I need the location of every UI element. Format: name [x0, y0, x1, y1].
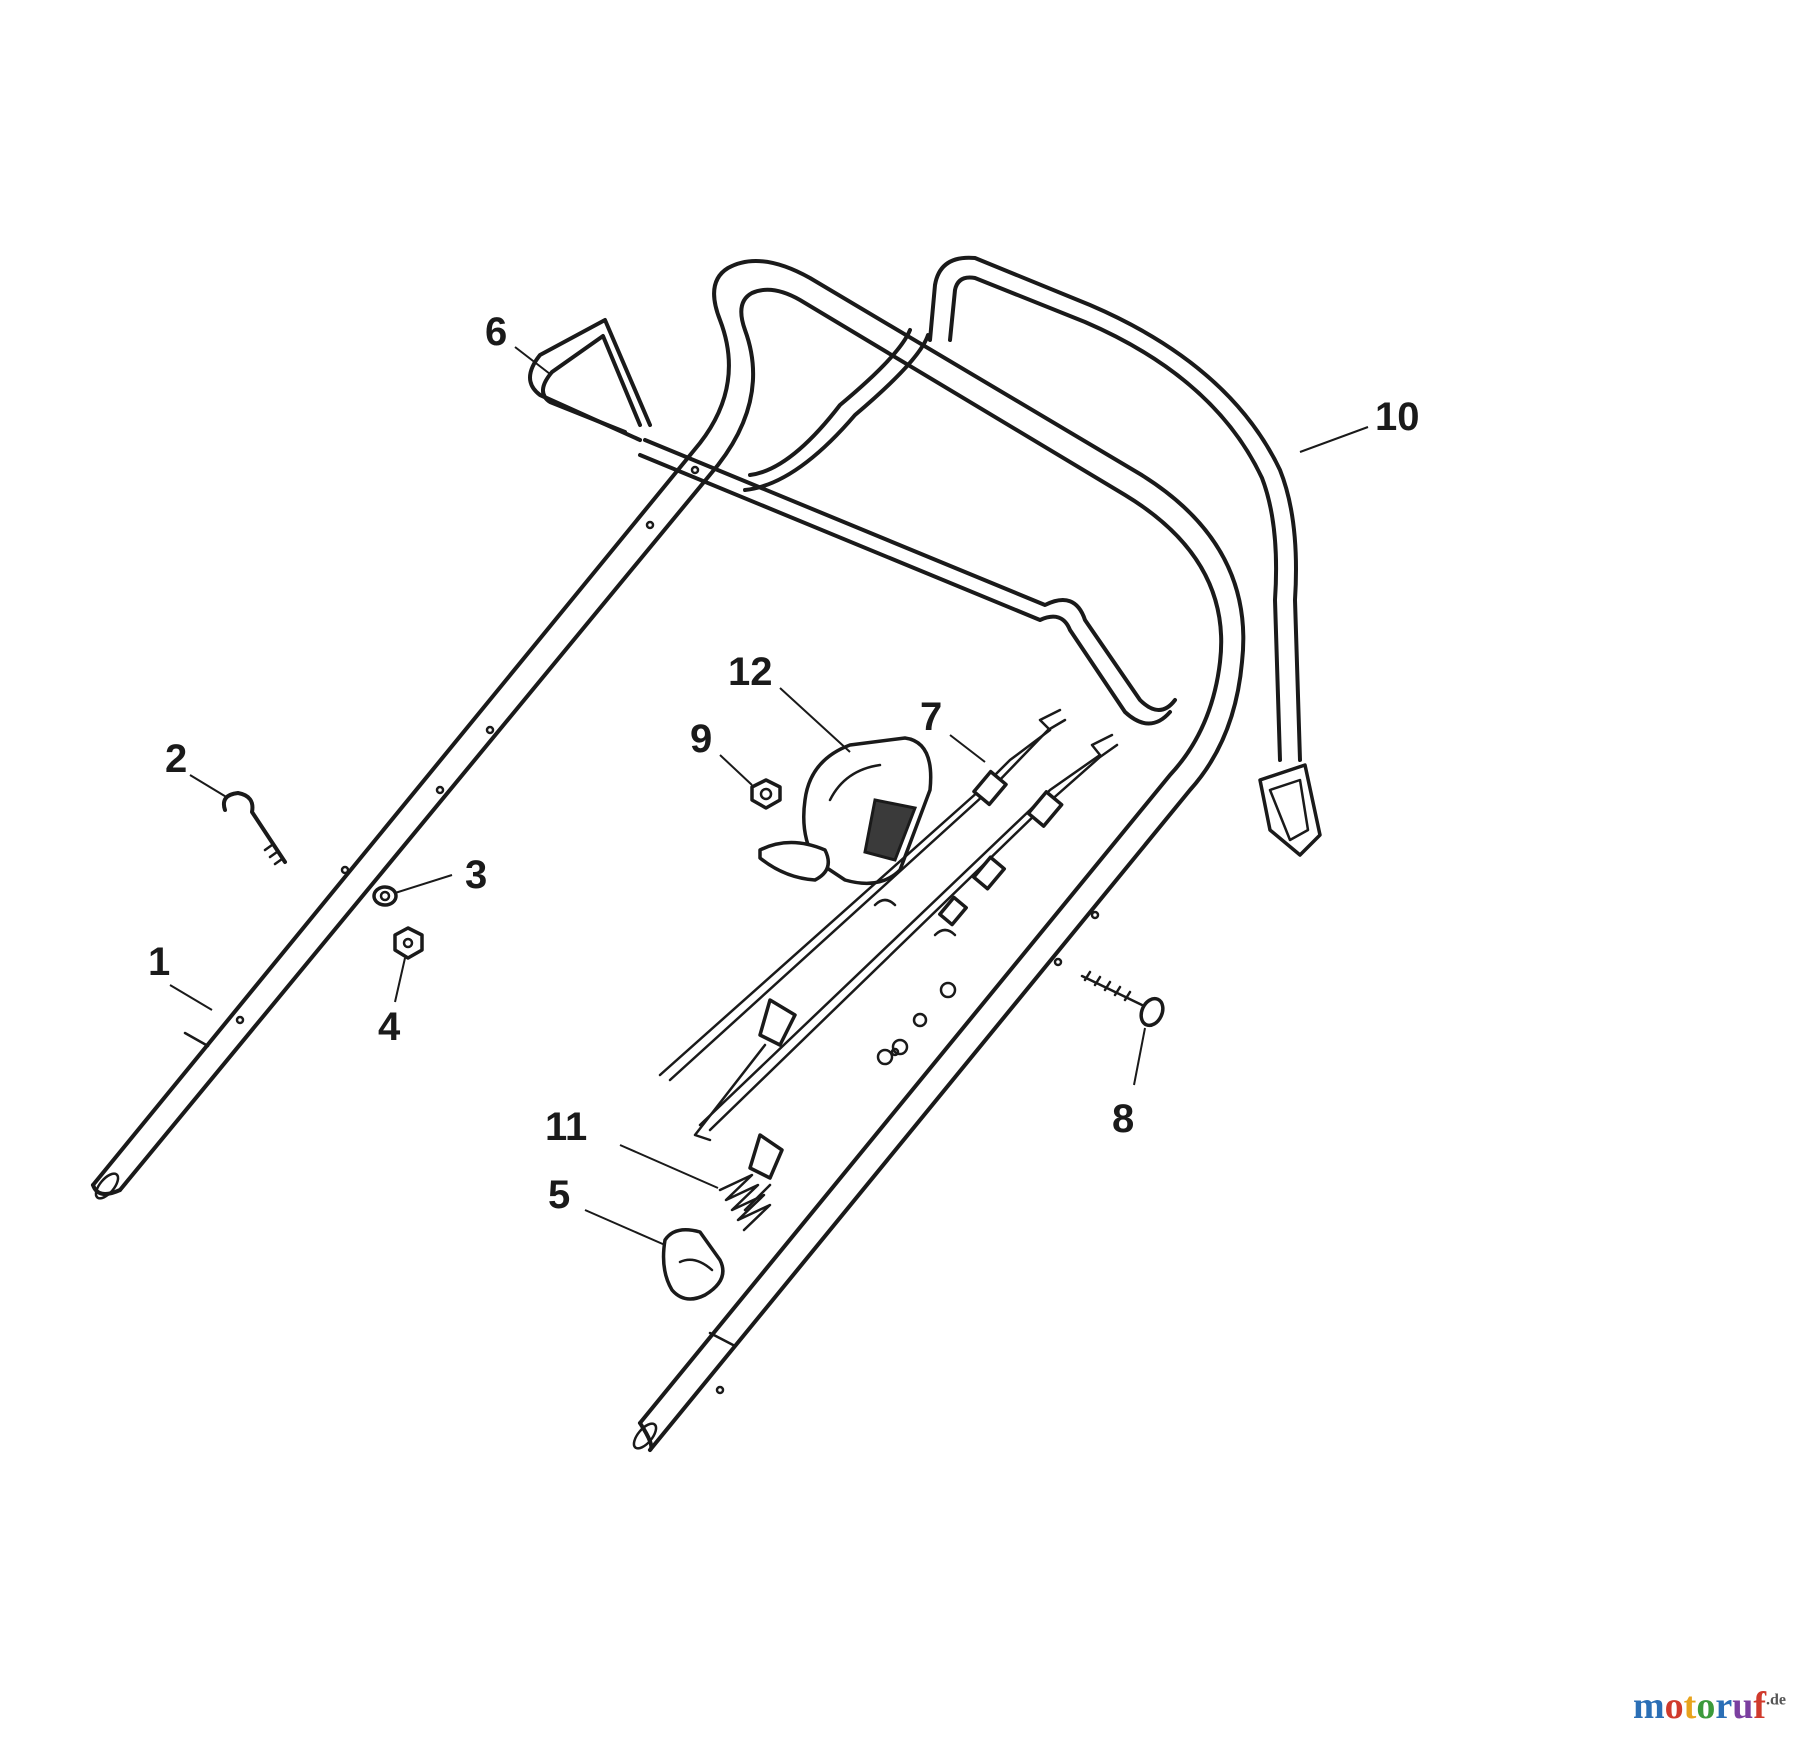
callout-2: 2 [165, 737, 187, 781]
callout-6: 6 [485, 310, 507, 354]
part-11-spring [718, 1173, 772, 1232]
watermark-text: motoruf [1633, 1685, 1766, 1727]
callout-5: 5 [548, 1173, 570, 1217]
handle-frame [91, 258, 1246, 1452]
part-3-washer [372, 885, 398, 907]
part-8-screw [1080, 970, 1165, 1028]
part-12-lever-box [758, 736, 933, 886]
part-2-hook-bolt [221, 791, 287, 866]
callout-12: 12 [728, 650, 773, 694]
callout-9: 9 [690, 717, 712, 761]
callout-10: 10 [1375, 395, 1420, 439]
callout-3: 3 [465, 853, 487, 897]
washer-set [876, 981, 957, 1066]
part-10-grip-bar [928, 255, 1322, 857]
callout-1: 1 [148, 940, 170, 984]
watermark-suffix: .de [1766, 1691, 1786, 1709]
callout-11: 11 [545, 1105, 587, 1149]
part-6-bail [528, 318, 1177, 726]
part-5-clip [661, 1228, 725, 1301]
motoruf-watermark: motoruf.de [1633, 1684, 1786, 1728]
leader-lines [169, 346, 1369, 1246]
part-4-nut [393, 926, 424, 960]
part-9-nut [750, 778, 782, 810]
callout-7: 7 [920, 695, 942, 739]
callout-4: 4 [378, 1005, 401, 1049]
callout-8: 8 [1112, 1097, 1134, 1141]
part-7-cables [658, 708, 1119, 1212]
